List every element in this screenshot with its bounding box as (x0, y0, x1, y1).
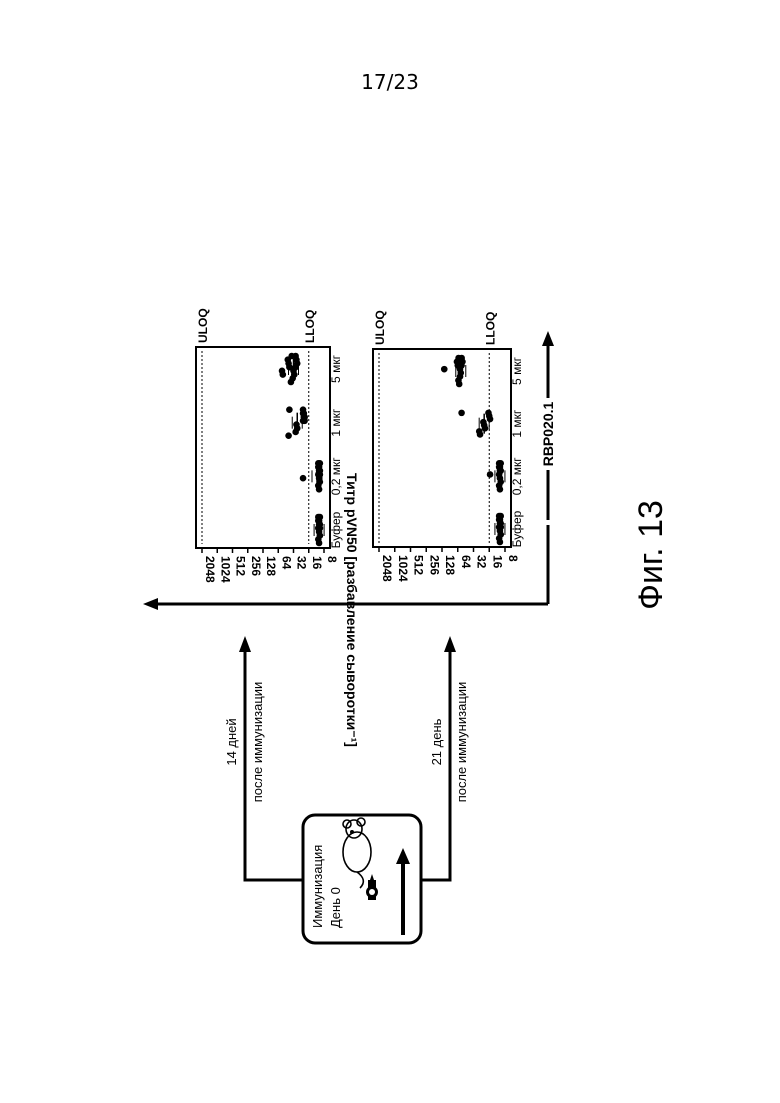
chart-panel-14d: 204810245122561286432168 ULOQ LLOQ Буфер 0,2… (196, 308, 343, 583)
y-tick-label: 1024 (218, 556, 232, 583)
figure-caption: Фиг. 13 (632, 500, 670, 610)
data-point (317, 525, 324, 532)
category-label: 5 мкг (329, 354, 343, 383)
category-label: 0,2 мкг (510, 457, 524, 496)
day-zero-label: День 0 (328, 887, 343, 928)
branch-14-line1: 14 дней (224, 718, 239, 765)
data-point (458, 410, 465, 417)
y-tick-label: 512 (412, 555, 426, 575)
y-tick-label: 1024 (396, 555, 410, 582)
branch-14-line2: после иммунизации (250, 682, 265, 803)
y-tick-label: 2048 (380, 555, 394, 582)
reference-line-label: LLOQ (483, 312, 497, 345)
data-point (316, 540, 323, 547)
data-point (280, 371, 287, 378)
category-label: Буфер (329, 511, 343, 548)
plot-frame (373, 349, 511, 547)
y-tick-label: 256 (427, 555, 441, 575)
immunization-label: Иммунизация (310, 845, 325, 928)
y-tick-label: 16 (490, 555, 504, 569)
group-title-text: RBP020.1 (540, 401, 556, 466)
y-axis-title: Титр pVN50 [разбавление сыворотки⁻¹] (344, 473, 360, 747)
reference-line-label: ULOQ (196, 308, 210, 343)
data-point (482, 425, 489, 432)
y-tick-label: 64 (279, 556, 293, 570)
data-point (286, 406, 293, 413)
category-label: Буфер (510, 510, 524, 547)
y-tick-label: 128 (443, 555, 457, 575)
data-point (497, 524, 504, 531)
data-point (456, 381, 463, 388)
y-tick-label: 16 (310, 556, 324, 570)
data-point (497, 539, 504, 546)
category-label: 1 мкг (329, 408, 343, 437)
y-tick-label: 32 (475, 555, 489, 569)
y-axis-title-group: Титр pVN50 [разбавление сыворотки⁻¹] (143, 473, 548, 747)
category-label: 1 мкг (510, 409, 524, 438)
chart-panel-21d: 204810245122561286432168 ULOQ LLOQ Буфер 0,2… (373, 310, 524, 582)
data-point (316, 486, 323, 493)
reference-line-label: LLOQ (303, 310, 317, 343)
reference-line-label: ULOQ (373, 310, 387, 345)
branch-21-line2: после иммунизации (454, 682, 469, 803)
data-point (487, 471, 494, 478)
data-point (286, 364, 293, 371)
arrow-head-21d (444, 636, 456, 652)
y-tick-label: 8 (325, 556, 339, 563)
y-tick-label: 32 (295, 556, 309, 570)
y-tick-label: 256 (249, 556, 263, 576)
data-point (441, 366, 448, 373)
data-point (288, 379, 295, 386)
branch-21-line1: 21 день (429, 718, 444, 765)
y-tick-label: 8 (506, 555, 520, 562)
immunization-box: Иммунизация День 0 (303, 815, 421, 943)
data-point (487, 416, 494, 423)
category-label: 0,2 мкг (329, 457, 343, 496)
data-point (497, 486, 504, 493)
plot-frame (196, 347, 330, 548)
data-point (477, 431, 484, 438)
y-tick-label: 2048 (203, 556, 217, 583)
data-point (300, 475, 307, 482)
group-title: RBP020.1 (538, 331, 558, 520)
arrow-head-14d (239, 636, 251, 652)
y-tick-label: 512 (234, 556, 248, 576)
category-label: 5 мкг (510, 356, 524, 385)
y-tick-label: 128 (264, 556, 278, 576)
y-tick-label: 64 (459, 555, 473, 569)
data-point (285, 432, 292, 439)
